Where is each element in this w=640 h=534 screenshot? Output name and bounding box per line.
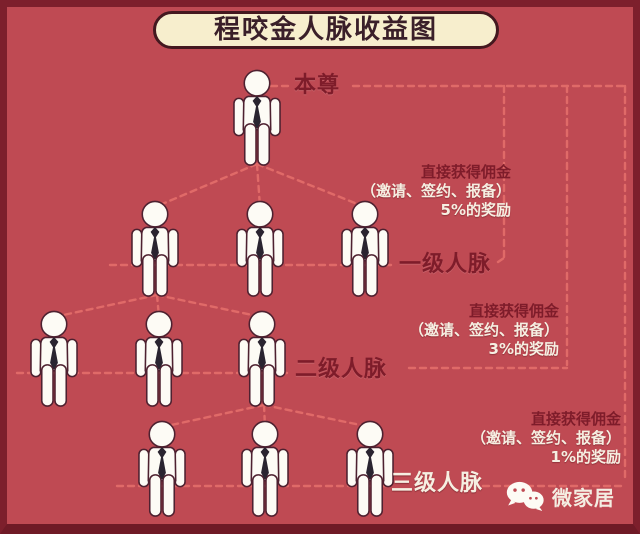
person-icon-boss	[225, 69, 289, 167]
label-level2: 二级人脉	[295, 357, 388, 382]
person-icon-l1-2	[228, 200, 292, 298]
commission-note-level3: 直接获得佣金 （邀请、签约、报备） 1%的奖励	[471, 410, 621, 467]
person-icon-l2-2	[127, 310, 191, 408]
commission-reward: 1%的奖励	[550, 448, 621, 466]
commission-heading: 直接获得佣金	[420, 163, 511, 181]
person-icon-l2-1	[22, 310, 86, 408]
watermark-label: 微家居	[552, 485, 615, 510]
page-title: 程咬金人脉收益图	[213, 15, 438, 45]
person-icon-l3-1	[130, 420, 194, 518]
person-icon-l3-2	[233, 420, 297, 518]
label-level3: 三级人脉	[391, 471, 484, 496]
label-level1: 一级人脉	[399, 252, 492, 277]
commission-heading: 直接获得佣金	[530, 410, 621, 428]
commission-detail: （邀请、签约、报备）	[408, 321, 559, 339]
person-icon-l3-3	[338, 420, 402, 518]
commission-note-level1: 直接获得佣金 （邀请、签约、报备） 5%的奖励	[361, 163, 511, 220]
commission-note-level2: 直接获得佣金 （邀请、签约、报备） 3%的奖励	[409, 302, 559, 359]
commission-heading: 直接获得佣金	[468, 302, 559, 320]
person-icon-l1-1	[123, 200, 187, 298]
title-banner: 程咬金人脉收益图	[153, 11, 499, 49]
commission-reward: 5%的奖励	[440, 201, 511, 219]
label-boss: 本尊	[294, 73, 341, 98]
commission-detail: （邀请、签约、报备）	[470, 429, 621, 447]
watermark: 微家居	[505, 480, 615, 512]
wechat-icon	[506, 481, 544, 511]
commission-reward: 3%的奖励	[488, 340, 559, 358]
person-icon-l2-3	[230, 310, 294, 408]
commission-detail: （邀请、签约、报备）	[360, 182, 511, 200]
